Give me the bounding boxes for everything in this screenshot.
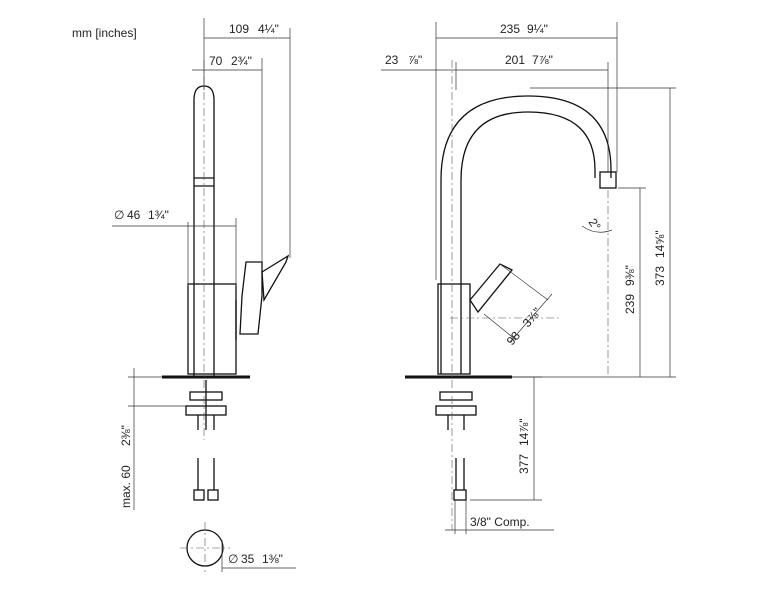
front-spout-inner [460, 111, 596, 374]
dim-109-inch: 4¼" [258, 22, 279, 36]
units-note: mm [inches] [72, 26, 137, 40]
front-aerator [599, 171, 617, 189]
dim-235-inch: 9¼" [527, 22, 548, 36]
front-view: 235 9¼" 23 ⅞" 201 7⅞" 373 14⅝" 239 9⅜" 9… [381, 22, 676, 534]
dim-46-inch: 1¾" [148, 208, 169, 222]
dim-201-mm: 201 [505, 53, 525, 67]
dim-373-mm: 373 [653, 266, 667, 286]
front-spout-outer [440, 95, 612, 374]
front-body [437, 283, 471, 375]
dim-377-mm: 377 [517, 454, 531, 474]
dim-35-mm: 35 [241, 552, 255, 566]
dim-98-ext-a [499, 263, 549, 301]
dim-98-line [509, 293, 553, 343]
front-nut-bottom [435, 405, 477, 416]
dim-60-mm: max. 60 [119, 465, 133, 508]
dim-98-mm: 98 [504, 328, 524, 348]
front-nut-top [439, 391, 473, 401]
dim-70-mm: 70 [209, 54, 223, 68]
dim-46-mm: 46 [127, 208, 141, 222]
angle-label: 2° [586, 216, 604, 234]
side-body [187, 283, 237, 375]
dim-70-inch: 2¾" [231, 54, 252, 68]
front-lever [469, 263, 514, 314]
dim-377-inch: 14⅞" [517, 418, 531, 446]
dim-23-mm: 23 [385, 53, 399, 67]
dim-46-prefix: ∅ [114, 208, 124, 222]
side-view: 109 4¼" 70 2¾" ∅ 46 1¾" max. 60 2⅜" ∅ 35… [112, 18, 296, 572]
dim-373-inch: 14⅝" [653, 230, 667, 258]
dim-23-inch: ⅞" [408, 53, 422, 67]
dim-201-inch: 7⅞" [532, 53, 553, 67]
dim-comp-label: 3/8" Comp. [470, 515, 530, 529]
dim-35-prefix: ∅ [228, 552, 238, 566]
dim-60-inch: 2⅜" [119, 425, 133, 446]
dim-239-inch: 9⅜" [623, 265, 637, 286]
side-lever-base [239, 261, 263, 335]
dim-235-mm: 235 [500, 22, 520, 36]
dim-109-mm: 109 [229, 22, 249, 36]
side-lever-handle [261, 254, 290, 303]
side-fitting-right [207, 489, 219, 501]
dim-239-mm: 239 [623, 294, 637, 314]
side-fitting-left [193, 489, 205, 501]
angle-arc [581, 225, 613, 233]
dim-35-inch: 1⅜" [262, 552, 283, 566]
front-fitting [453, 489, 467, 501]
dim-98-ext-b [483, 313, 517, 341]
